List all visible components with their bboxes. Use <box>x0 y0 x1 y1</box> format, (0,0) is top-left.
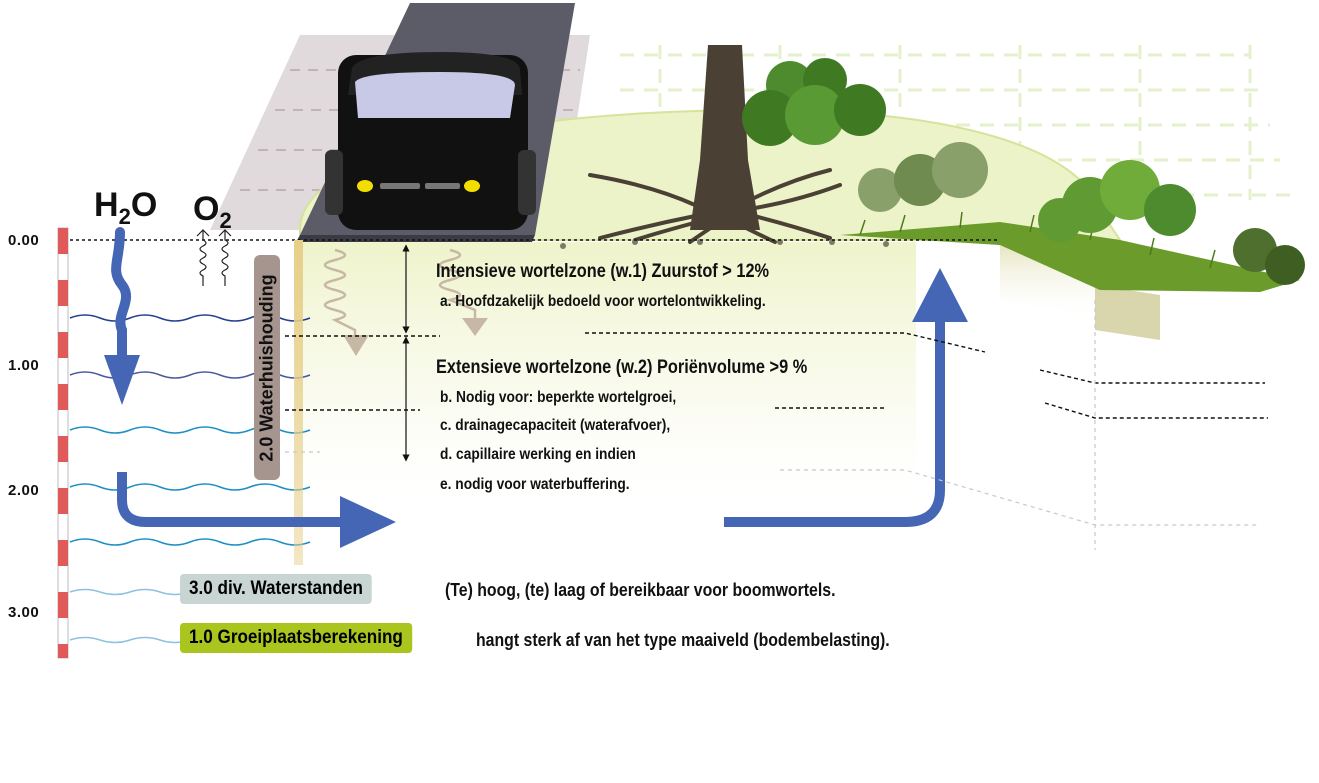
waterstanden-badge: 3.0 div. Waterstanden <box>180 574 372 604</box>
car-icon <box>325 52 536 230</box>
oxygen-squiggles <box>196 229 232 286</box>
depth-label-1: 1.00 <box>8 357 40 374</box>
water-formula: H2O <box>94 186 158 229</box>
extensive-zone-item-e: e. nodig voor waterbuffering. <box>440 476 630 493</box>
water-infiltration-arrow <box>111 227 132 363</box>
depth-label-0: 0.00 <box>8 232 40 249</box>
depth-ruler <box>57 227 69 659</box>
extensive-zone-item-c: c. drainagecapaciteit (waterafvoer), <box>440 417 671 434</box>
extensive-zone-item-d: d. capillaire werking en indien <box>440 446 636 463</box>
intensive-zone-title: Intensieve wortelzone (w.1) Zuurstof > 1… <box>436 261 770 282</box>
groeiplaats-badge: 1.0 Groeiplaatsberekening <box>180 623 412 653</box>
waterhuishouding-label: 2.0 Waterhuishouding <box>254 255 280 480</box>
capillary-rise-arrow <box>724 320 945 527</box>
oxygen-diffusion-arrows <box>323 248 477 345</box>
shrub-icon <box>742 58 1305 285</box>
oxygen-formula: O2 <box>193 190 232 233</box>
root-barrier-strip <box>294 240 303 565</box>
depth-label-3: 3.00 <box>8 604 40 621</box>
waterhuishouding-text: 2.0 Waterhuishouding <box>256 273 277 462</box>
surface-dots <box>560 239 889 249</box>
soil-block <box>296 242 916 512</box>
tree-icon <box>588 45 842 244</box>
groeiplaats-description: hangt sterk af van het type maaiveld (bo… <box>476 630 890 650</box>
lateral-flow-arrow <box>117 472 345 527</box>
intensive-zone-item-a: a. Hoofdzakelijk bedoeld voor wortelontw… <box>440 293 766 310</box>
waterstanden-description: (Te) hoog, (te) laag of bereikbaar voor … <box>445 580 836 600</box>
depth-label-2: 2.00 <box>8 482 40 499</box>
block-edges <box>285 300 1260 550</box>
extensive-zone-title: Extensieve wortelzone (w.2) Poriënvolume… <box>436 357 808 378</box>
extensive-zone-item-b: b. Nodig voor: beperkte wortelgroei, <box>440 389 677 406</box>
